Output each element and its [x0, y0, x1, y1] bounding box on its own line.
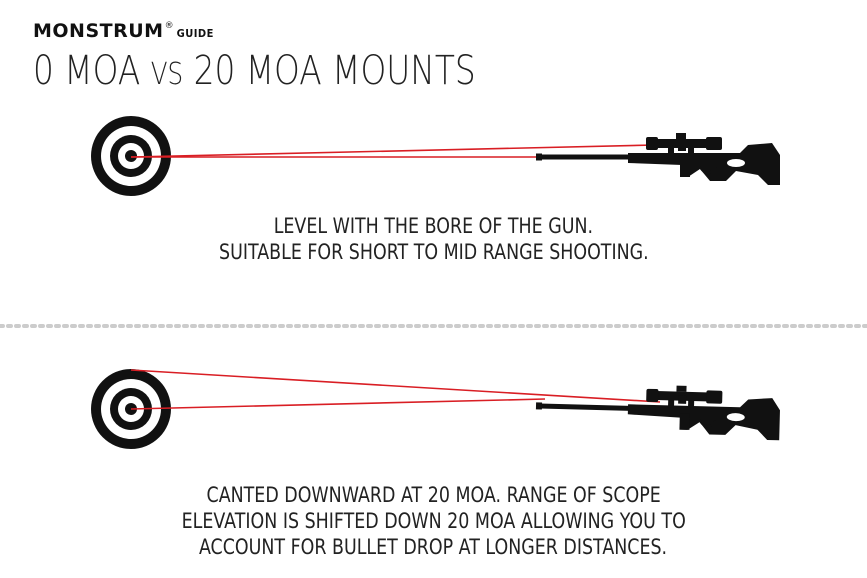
laser-lines-top — [130, 144, 656, 158]
brand-logo: MONSTRUM®GUIDE — [33, 20, 214, 42]
rifle-icon-top — [534, 131, 782, 187]
caption-top-line-1: LEVEL WITH THE BORE OF THE GUN. — [273, 214, 594, 238]
caption-bottom-line-3: ACCOUNT FOR BULLET DROP AT LONGER DISTAN… — [199, 535, 668, 559]
title-part-1: 0 MOA — [33, 48, 151, 94]
rifle-icon-bottom — [534, 380, 782, 442]
title-vs: VS — [150, 57, 184, 92]
title-part-2: 20 MOA MOUNTS — [183, 48, 476, 94]
laser-lines-bottom — [130, 369, 661, 410]
brand-name: MONSTRUM — [33, 20, 164, 42]
caption-bottom-line-2: ELEVATION IS SHIFTED DOWN 20 MOA ALLOWIN… — [181, 509, 686, 533]
brand-registered-mark: ® — [164, 21, 174, 31]
caption-top-line-2: SUITABLE FOR SHORT TO MID RANGE SHOOTING… — [218, 240, 649, 264]
caption-bottom-line-1: CANTED DOWNWARD AT 20 MOA. RANGE OF SCOP… — [206, 483, 661, 507]
caption-top: LEVEL WITH THE BORE OF THE GUN. SUITABLE… — [0, 213, 867, 265]
page-title: 0 MOA VS 20 MOA MOUNTS — [33, 48, 476, 94]
caption-bottom: CANTED DOWNWARD AT 20 MOA. RANGE OF SCOP… — [0, 482, 867, 560]
brand-guide-label: GUIDE — [176, 27, 214, 40]
